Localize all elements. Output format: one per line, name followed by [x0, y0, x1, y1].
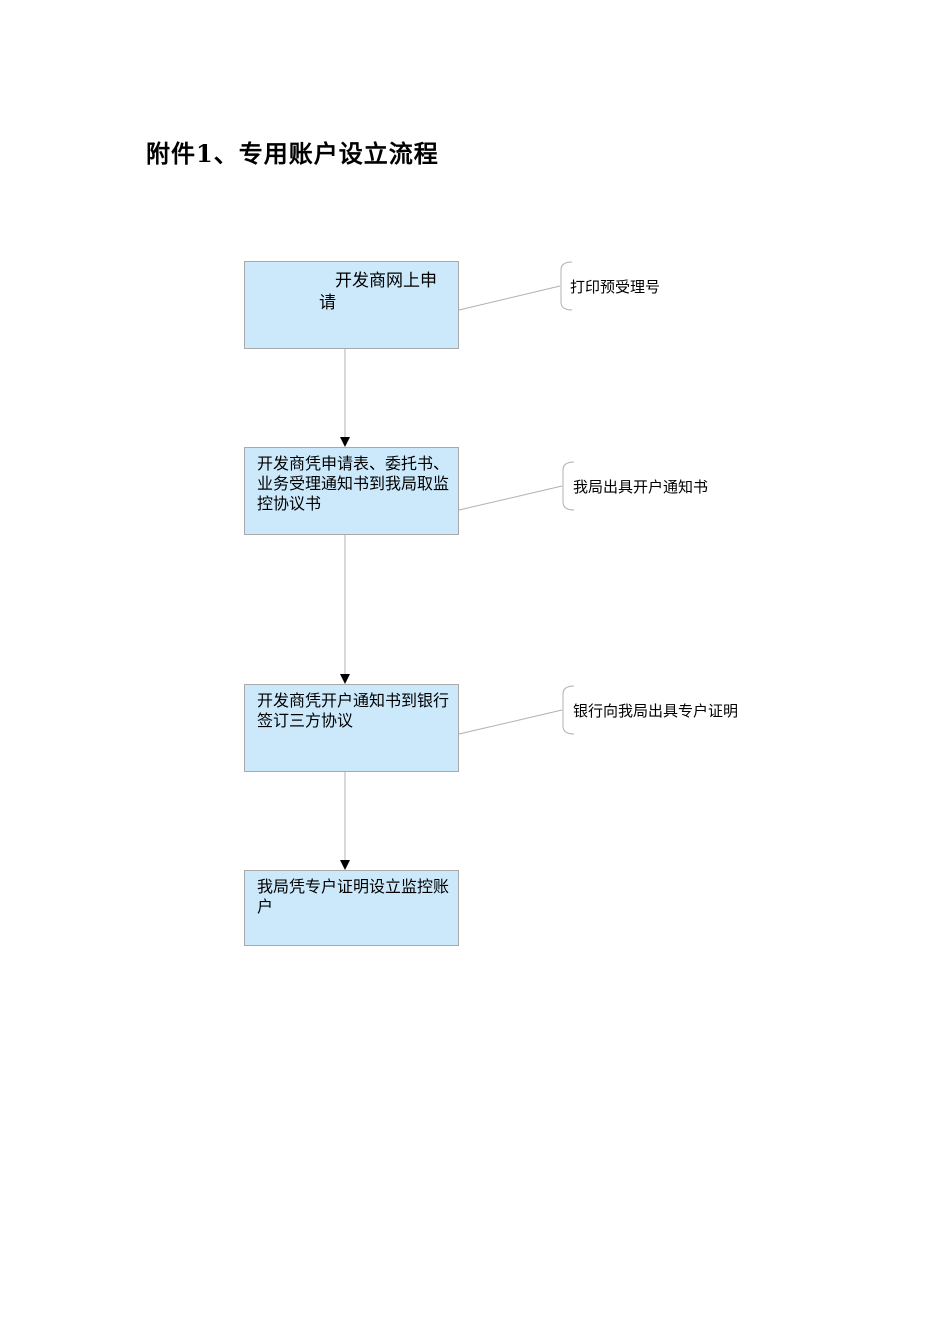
annotation-note-2: 我局出具开户通知书	[573, 478, 709, 496]
page-title: 附件1、专用账户设立流程	[146, 139, 439, 168]
flow-arrow-1-2	[340, 349, 350, 447]
flow-step-1-text: 开发商网上申请	[319, 271, 437, 313]
flow-arrow-3-4	[340, 772, 350, 870]
annotation-callout-1	[458, 261, 573, 311]
flow-step-2-text: 开发商凭申请表、委托书、业务受理通知书到我局取监控协议书	[257, 454, 450, 513]
annotation-callout-2	[458, 461, 575, 511]
flow-step-3: 开发商凭开户通知书到银行签订三方协议	[244, 684, 459, 772]
flow-step-4-text: 我局凭专户证明设立监控账户	[257, 877, 450, 916]
annotation-callout-3	[458, 685, 575, 735]
flow-step-2: 开发商凭申请表、委托书、业务受理通知书到我局取监控协议书	[244, 447, 459, 535]
annotation-note-1: 打印预受理号	[570, 278, 661, 296]
flow-arrow-2-3	[340, 535, 350, 684]
annotation-note-3: 银行向我局出具专户证明	[573, 702, 739, 720]
flow-step-4: 我局凭专户证明设立监控账户	[244, 870, 459, 946]
flow-step-3-text: 开发商凭开户通知书到银行签订三方协议	[257, 691, 450, 730]
flow-step-1: 开发商网上申请	[244, 261, 459, 349]
